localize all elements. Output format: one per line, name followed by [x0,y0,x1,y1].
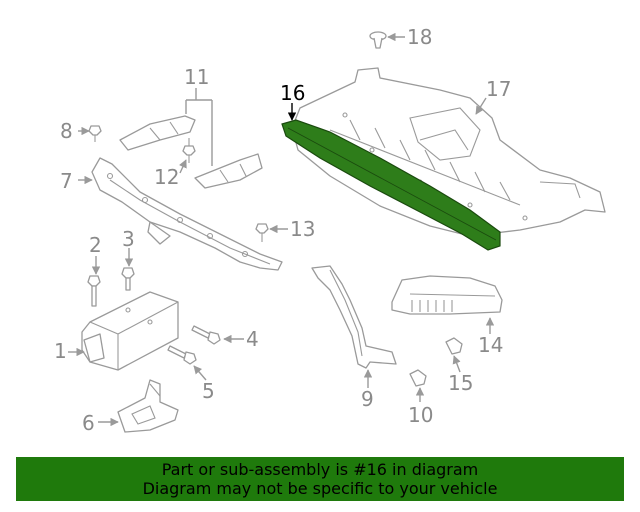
exploded-parts-diagram: 18 16 17 11 8 12 7 13 2 3 4 1 5 9 14 15 … [54,25,606,435]
part-3-bolt[interactable] [121,267,135,291]
part-6-bracket[interactable] [117,379,179,433]
part-14-duct[interactable] [391,275,503,315]
part-info-banner: Part or sub-assembly is #16 in diagram D… [16,457,624,501]
banner-line-1: Part or sub-assembly is #16 in diagram [161,460,479,479]
callout-9: 9 [361,387,374,411]
callout-17: 17 [486,77,511,101]
callout-labels: 18 16 17 11 8 12 7 13 2 3 4 1 5 9 14 15 … [54,25,511,435]
leader-lines [68,32,495,427]
part-5-bolt[interactable] [167,345,197,365]
callout-7: 7 [60,169,73,193]
callout-16: 16 [280,81,305,105]
part-11-brackets[interactable] [119,115,263,189]
part-8-bolt[interactable] [88,125,102,142]
part-10-bolt[interactable] [409,369,427,387]
callout-13: 13 [290,217,315,241]
callout-15: 15 [448,371,473,395]
callout-4: 4 [246,327,259,351]
callout-18: 18 [407,25,432,49]
part-15-bolt[interactable] [445,337,463,355]
callout-14: 14 [478,333,503,357]
part-2-bolt[interactable] [87,275,101,307]
part-13-bolt[interactable] [255,223,269,242]
callout-6: 6 [82,411,95,435]
part-12-bolt[interactable] [182,138,196,163]
part-16-air-deflector[interactable] [281,119,501,251]
callout-8: 8 [60,119,73,143]
callout-1: 1 [54,339,67,363]
part-4-bolt[interactable] [191,325,221,345]
part-18-push-pin[interactable] [369,31,387,49]
callout-3: 3 [122,227,135,251]
callout-12: 12 [154,165,179,189]
part-1-support-block[interactable] [81,291,179,371]
part-7-support-bar[interactable] [91,157,283,271]
part-9-vertical-bracket[interactable] [311,265,397,369]
callout-11: 11 [184,65,209,89]
part-16-shape [281,119,501,251]
banner-line-2: Diagram may not be specific to your vehi… [142,479,498,498]
callout-2: 2 [89,233,102,257]
callout-5: 5 [202,379,215,403]
callout-10: 10 [408,403,433,427]
